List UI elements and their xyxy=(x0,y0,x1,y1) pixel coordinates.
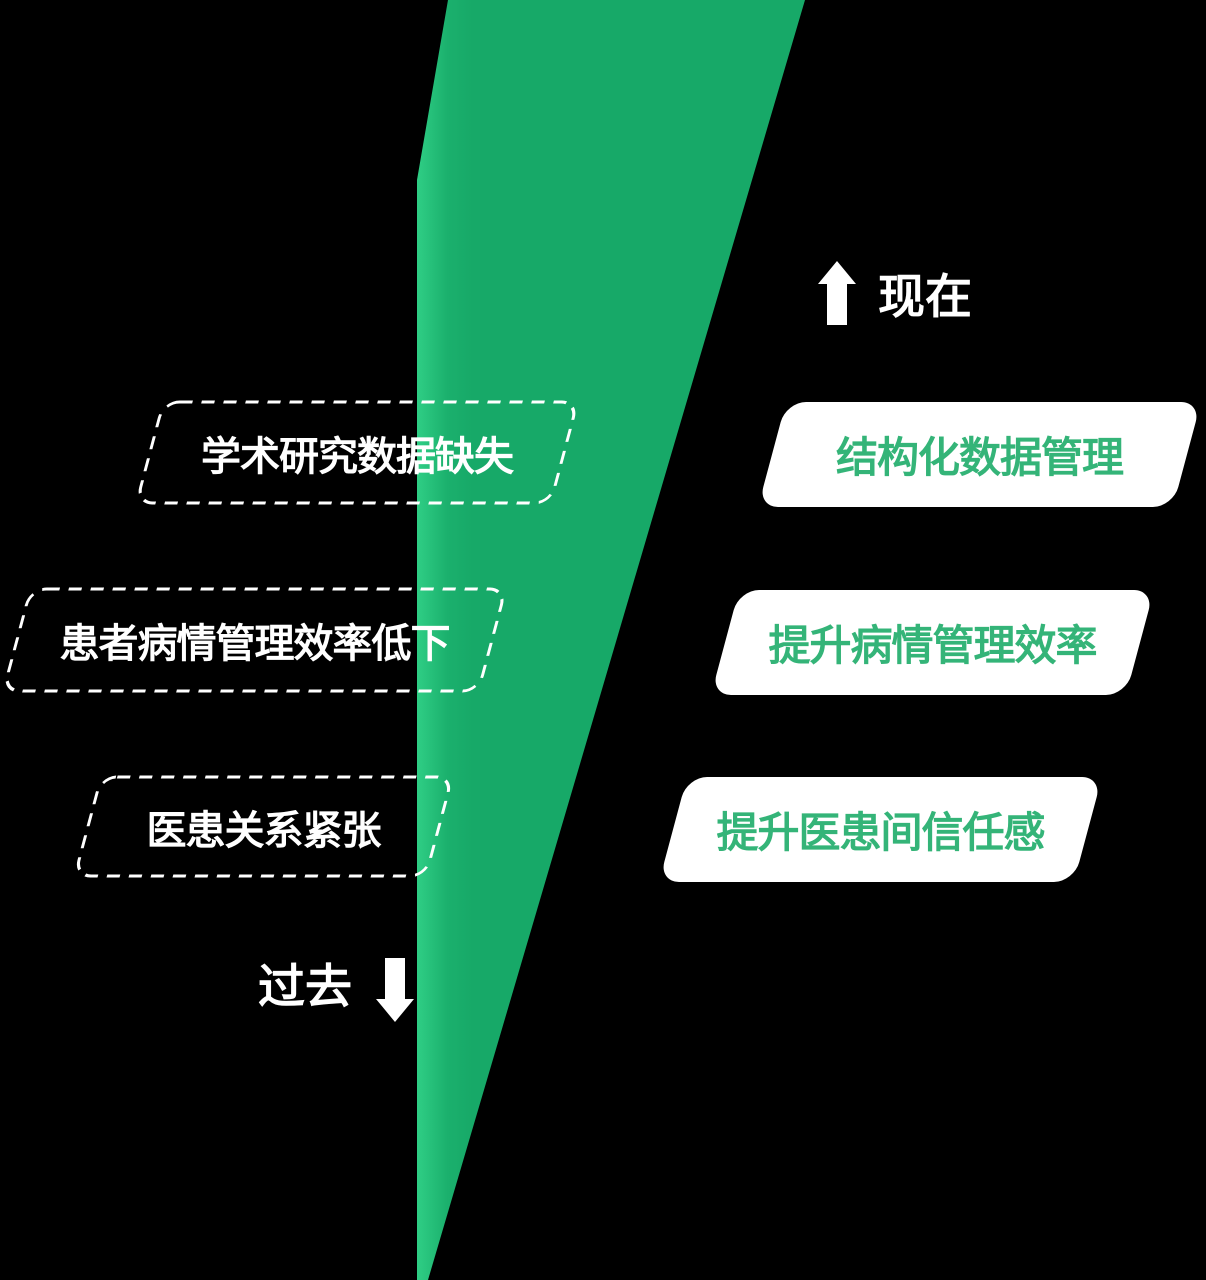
now-item-label: 提升医患间信任感 xyxy=(716,809,1045,856)
now-item-label: 结构化数据管理 xyxy=(835,434,1124,481)
past-item-management-efficiency: 患者病情管理效率低下 xyxy=(5,587,504,693)
now-item-trust: 提升医患间信任感 xyxy=(658,777,1103,882)
past-item-label: 患者病情管理效率低下 xyxy=(59,622,451,666)
now-item-structured-data: 结构化数据管理 xyxy=(757,402,1202,507)
dashed-border xyxy=(138,400,576,505)
now-item-label: 提升病情管理效率 xyxy=(768,622,1097,669)
arrow-down-icon xyxy=(376,958,414,1022)
past-label: 过去 xyxy=(258,959,352,1013)
arrow-up-icon xyxy=(818,260,856,325)
now-indicator: 现在 xyxy=(818,258,972,327)
past-indicator: 过去 xyxy=(258,940,414,1024)
past-item-label: 学术研究数据缺失 xyxy=(201,434,514,479)
past-item-doctor-patient-relation: 医患关系紧张 xyxy=(76,775,451,878)
now-item-management-efficiency: 提升病情管理效率 xyxy=(710,590,1155,695)
now-label: 现在 xyxy=(878,270,972,323)
dashed-border xyxy=(5,587,504,693)
past-item-academic-data: 学术研究数据缺失 xyxy=(138,400,576,505)
dashed-border xyxy=(76,775,451,878)
past-item-label: 医患关系紧张 xyxy=(146,808,382,853)
